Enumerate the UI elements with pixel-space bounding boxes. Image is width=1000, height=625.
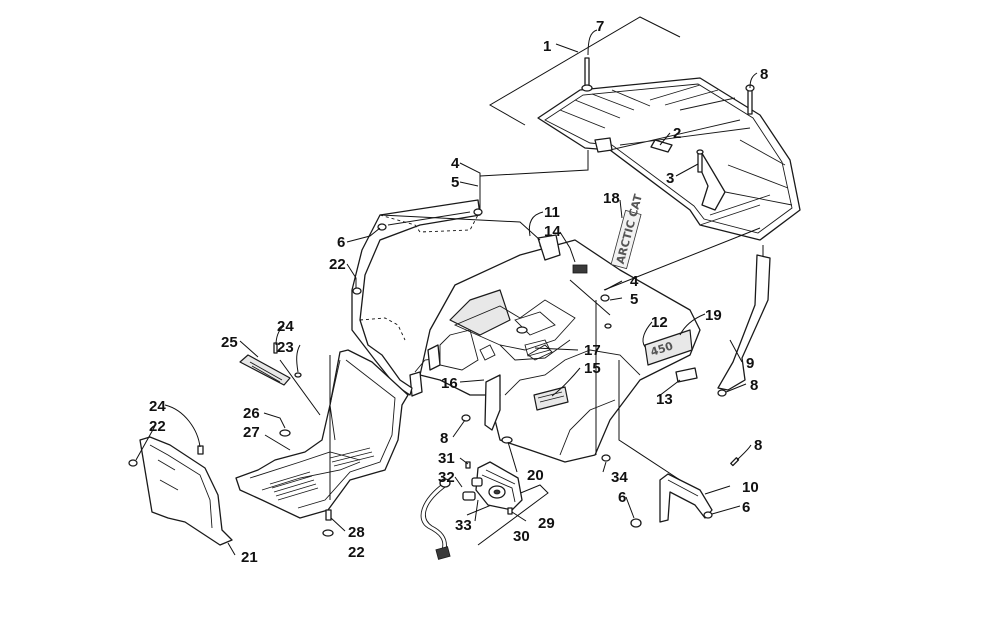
callout-27: 27 <box>243 424 260 441</box>
callout-labels: 1 7 8 2 3 4 5 18 6 11 14 22 4 5 24 25 23… <box>149 18 768 566</box>
callout-22b: 22 <box>149 418 166 435</box>
callout-6: 6 <box>337 234 345 251</box>
callout-24b: 24 <box>149 398 166 415</box>
callout-7: 7 <box>596 18 604 35</box>
callout-22: 22 <box>329 256 346 273</box>
callout-25: 25 <box>221 334 238 351</box>
left-fender-panel <box>351 199 481 396</box>
washer-5-right <box>604 323 612 329</box>
hitch-bracket <box>659 473 713 523</box>
callout-24: 24 <box>277 318 294 335</box>
warning-label <box>533 386 569 411</box>
floorboard-tread <box>269 447 375 501</box>
rack-cap-plug <box>650 139 673 153</box>
screw-24-left <box>197 445 204 455</box>
fender-guard <box>484 374 501 431</box>
splash-guard <box>139 436 233 546</box>
callout-5: 5 <box>451 174 459 191</box>
callout-11: 11 <box>544 204 560 221</box>
vent-decal <box>524 339 551 357</box>
washer-22-bottom <box>322 529 334 537</box>
callout-8d: 8 <box>754 437 762 454</box>
callout-8: 8 <box>760 66 768 83</box>
footrest-floorboard <box>235 349 409 519</box>
callout-9: 9 <box>746 355 754 372</box>
washer-26 <box>279 429 291 437</box>
callout-15: 15 <box>584 360 601 377</box>
callout-29: 29 <box>538 515 555 532</box>
callout-8b: 8 <box>750 377 758 394</box>
callout-23: 23 <box>277 339 294 356</box>
callout-31: 31 <box>438 450 455 467</box>
callout-30: 30 <box>513 528 530 545</box>
callout-1: 1 <box>543 38 551 55</box>
callout-26: 26 <box>243 405 260 422</box>
callout-22c: 22 <box>348 544 365 561</box>
callout-33: 33 <box>455 517 472 534</box>
rack-screw-right <box>745 84 755 115</box>
callout-3: 3 <box>666 170 674 187</box>
rack-bolt <box>696 149 704 173</box>
callout-16: 16 <box>441 375 458 392</box>
screw-8-mid <box>461 414 471 422</box>
step-plate <box>239 354 291 386</box>
taillight-screw-31 <box>465 461 471 469</box>
fender-fastener <box>501 436 513 444</box>
callout-8c: 8 <box>440 430 448 447</box>
taillight-assembly <box>475 461 523 511</box>
callout-2: 2 <box>673 125 681 142</box>
screw-23 <box>294 372 302 378</box>
nut-28 <box>325 509 332 521</box>
callout-34: 34 <box>611 469 628 486</box>
hitch-washer <box>703 511 713 519</box>
taillight-wiring-harness <box>420 478 451 560</box>
reflector <box>675 367 698 383</box>
taillight-screw-29 <box>507 507 513 515</box>
nut-34 <box>601 454 611 462</box>
small-decal <box>572 264 588 274</box>
washer-22-upper <box>352 287 362 295</box>
rear-rack <box>537 77 801 241</box>
model-decal: 450 <box>644 329 693 366</box>
washer-4-upper <box>473 208 483 216</box>
callout-21: 21 <box>241 549 258 566</box>
callout-14: 14 <box>544 223 561 240</box>
callout-4: 4 <box>451 155 460 172</box>
washer-22-left <box>128 459 138 467</box>
hitch-screw <box>730 457 740 467</box>
callout-10: 10 <box>742 479 759 496</box>
taillight-socket <box>471 477 483 487</box>
callout-20: 20 <box>527 467 544 484</box>
rear-fender <box>409 234 701 463</box>
callout-13: 13 <box>656 391 673 408</box>
callout-6b: 6 <box>618 489 626 506</box>
callout-32: 32 <box>438 469 455 486</box>
callout-19: 19 <box>705 307 722 324</box>
callout-17: 17 <box>584 342 601 359</box>
leader-lines <box>135 29 761 556</box>
screw-24-top <box>273 342 278 354</box>
rack-support-rod <box>717 245 771 391</box>
callout-28: 28 <box>348 524 365 541</box>
hitch-nut <box>630 518 642 528</box>
rack-screw <box>581 57 593 92</box>
screw-8-rod <box>717 389 727 397</box>
callout-5b: 5 <box>630 291 638 308</box>
taillight-bulb <box>462 491 476 501</box>
callout-18: 18 <box>603 190 620 207</box>
callout-4b: 4 <box>630 273 639 290</box>
washer-4-right <box>600 294 610 302</box>
callout-6c: 6 <box>742 499 750 516</box>
callout-12: 12 <box>651 314 668 331</box>
